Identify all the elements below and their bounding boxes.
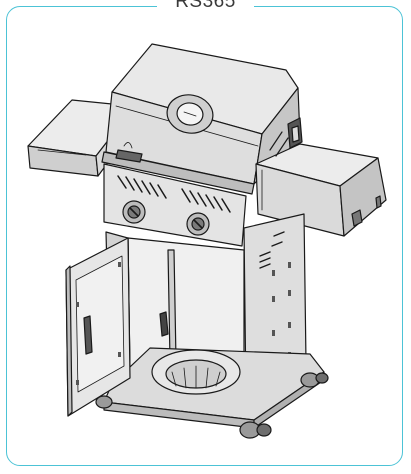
- wheel-back-right: [300, 372, 329, 388]
- cart-base: [103, 347, 325, 429]
- lid-hinge: [287, 117, 303, 149]
- tank-ring: [151, 349, 241, 395]
- door-handle: [83, 315, 93, 355]
- cart-door-open: [65, 237, 131, 417]
- right-side-shelf: [255, 131, 387, 237]
- wheel-front-right: [239, 421, 272, 439]
- model-title: RS365: [157, 0, 254, 13]
- control-panel: [103, 163, 247, 247]
- vent-slots: [117, 175, 231, 213]
- title-wrap: RS365: [0, 0, 411, 13]
- burner-knob-icon-right: [186, 212, 210, 236]
- caster-wheel-icon: [95, 372, 329, 439]
- wheel-front-left: [95, 395, 113, 409]
- side-panel-marks: [259, 231, 285, 269]
- thermometer-icon: [166, 94, 214, 134]
- door-holes: [76, 262, 121, 385]
- flame-logo-icon: [115, 142, 143, 163]
- burner-knob-icon-left: [122, 200, 146, 224]
